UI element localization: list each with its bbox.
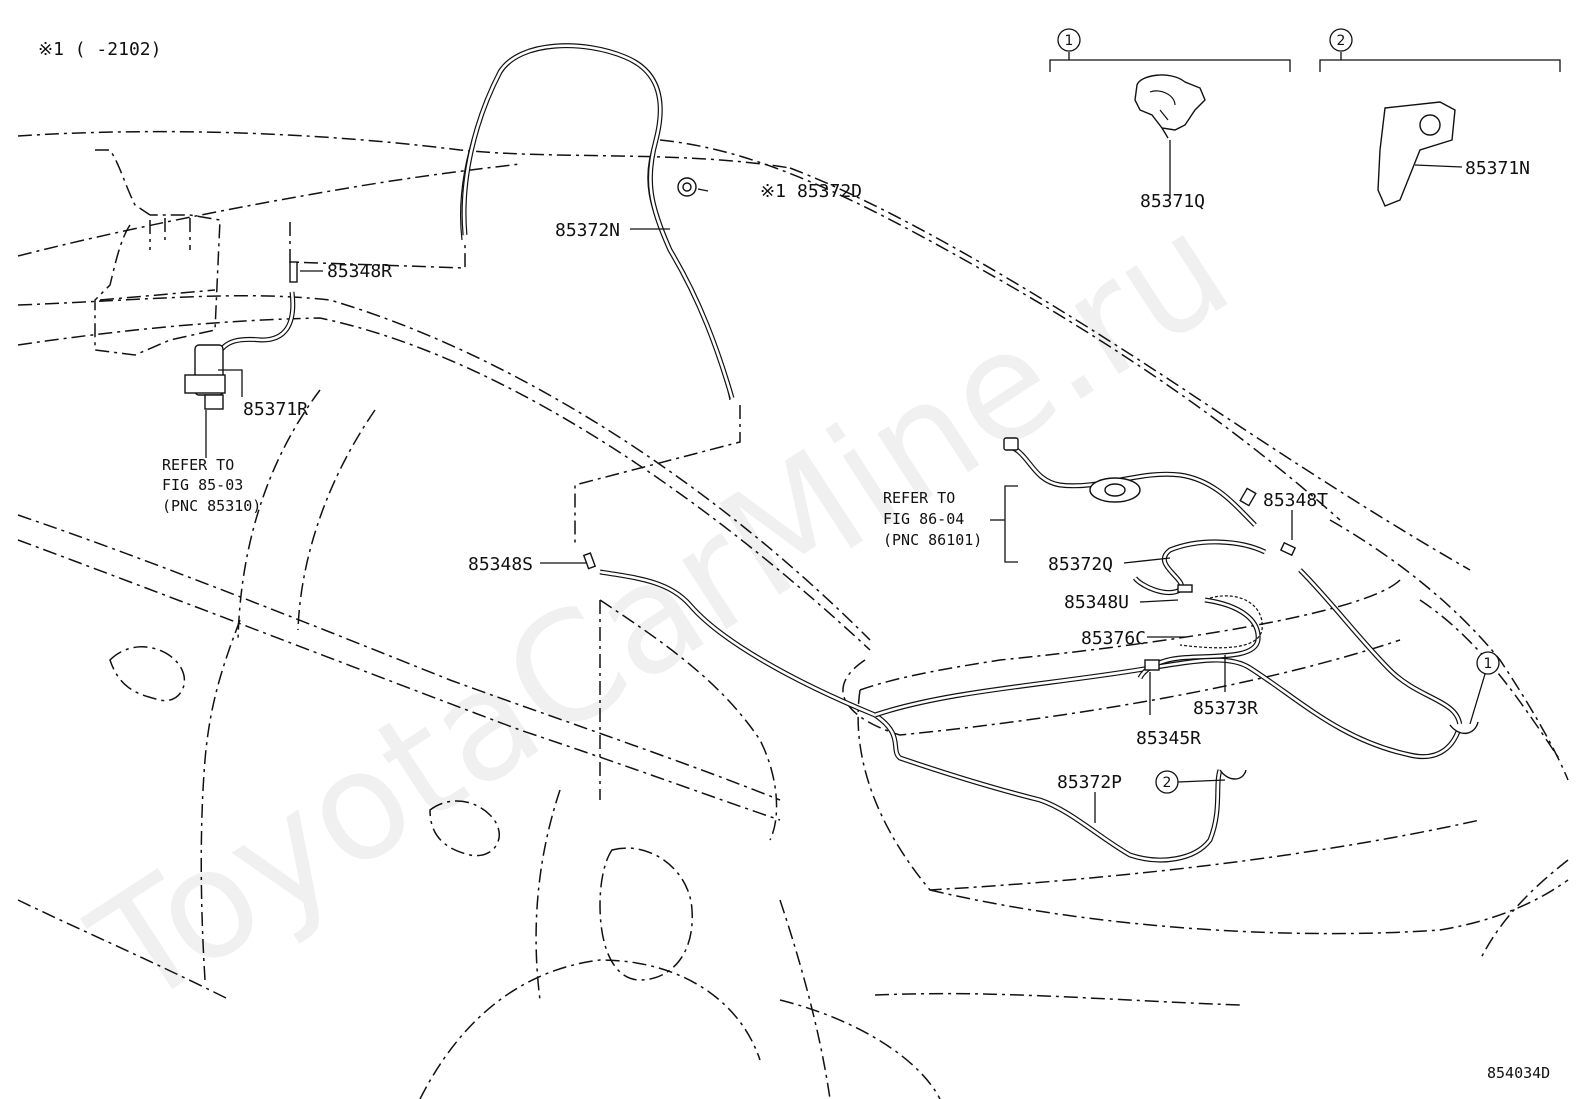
- label-85348U: 85348U: [1064, 592, 1129, 613]
- leader-lines: [205, 140, 1463, 823]
- washer-tank: [94, 149, 221, 356]
- car-body-outline: [17, 130, 1569, 1099]
- svg-text:2: 2: [1163, 775, 1172, 791]
- variant-marker-1-nozzle: 1: [1469, 651, 1500, 725]
- svg-text:(PNC 86101): (PNC 86101): [883, 531, 982, 549]
- svg-text:FIG 85-03: FIG 85-03: [162, 476, 243, 494]
- label-85371N: 85371N: [1465, 158, 1530, 179]
- door-handles: [109, 646, 693, 981]
- svg-text:1: 1: [1484, 656, 1493, 672]
- label-85372D: 85372D: [797, 181, 862, 202]
- small-parts: [184, 177, 1479, 780]
- spiral-protector: [1179, 595, 1263, 649]
- label-85345R: 85345R: [1136, 728, 1201, 749]
- label-85348S: 85348S: [468, 554, 533, 575]
- variant-marker-2-nozzle: 2: [1155, 770, 1226, 794]
- svg-text:2: 2: [1337, 33, 1346, 49]
- variant-marker-1-top: 1: [1057, 28, 1081, 52]
- nozzle-variant-1: [1134, 74, 1206, 139]
- nozzle-variant-2: [1377, 101, 1456, 207]
- label-85372D-mark: ※1: [760, 181, 786, 202]
- svg-text:REFER TO: REFER TO: [162, 456, 234, 474]
- svg-text:FIG 86-04: FIG 86-04: [883, 510, 964, 528]
- label-85348T: 85348T: [1263, 490, 1328, 511]
- variant-marker-2-top: 2: [1329, 28, 1353, 52]
- label-85372Q: 85372Q: [1048, 554, 1113, 575]
- reference-lines: [289, 44, 741, 545]
- label-85376C: 85376C: [1081, 628, 1146, 649]
- svg-text:1: 1: [1065, 33, 1074, 49]
- svg-text:REFER TO: REFER TO: [883, 489, 955, 507]
- label-85371R: 85371R: [243, 399, 308, 420]
- variant-brackets: [1049, 52, 1561, 72]
- label-85372N: 85372N: [555, 220, 620, 241]
- label-85373R: 85373R: [1193, 698, 1258, 719]
- washer-hoses: [215, 43, 1463, 863]
- refer-harness-note: REFER TO FIG 86-04 (PNC 86101): [883, 489, 982, 549]
- figure-id: 854034D: [1487, 1064, 1550, 1082]
- refer-pump-note: REFER TO FIG 85-03 (PNC 85310): [162, 456, 261, 515]
- label-85371Q: 85371Q: [1140, 191, 1205, 212]
- label-85348R: 85348R: [327, 261, 392, 282]
- svg-text:(PNC 85310): (PNC 85310): [162, 497, 261, 515]
- note-range: ※1 ( -2102): [38, 39, 161, 60]
- label-85372P: 85372P: [1057, 772, 1122, 793]
